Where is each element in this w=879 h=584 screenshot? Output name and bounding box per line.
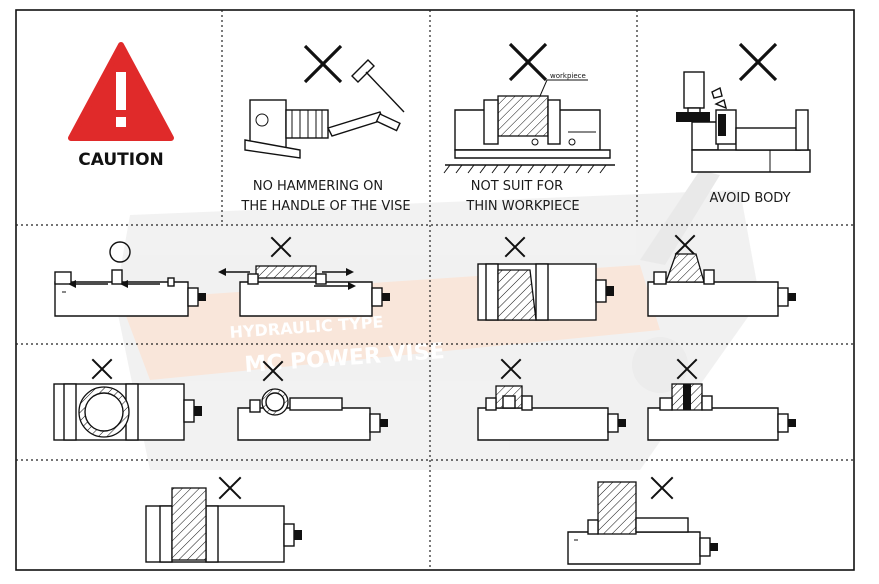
x-mark-icon bbox=[262, 360, 284, 382]
thin-line-2: THIN WORKPIECE bbox=[465, 199, 579, 214]
vise-side-small-piece bbox=[477, 385, 626, 441]
vise-side-overhang-piece bbox=[567, 481, 718, 565]
row2-right bbox=[477, 234, 796, 321]
x-mark-icon bbox=[270, 236, 292, 258]
x-mark-icon bbox=[91, 358, 113, 380]
x-mark-icon bbox=[650, 476, 674, 500]
x-mark-icon bbox=[218, 476, 242, 500]
panel-hammering: NO HAMMERING ON THE HANDLE OF THE VISE bbox=[240, 44, 411, 214]
row4-left bbox=[145, 476, 302, 563]
vise-side-stacked-piece bbox=[647, 383, 796, 441]
grid-lines bbox=[15, 9, 855, 571]
vise-side-allowed bbox=[54, 269, 206, 317]
vise-top-overhang-piece bbox=[145, 487, 302, 563]
row3-right bbox=[477, 358, 796, 441]
hammer-icon bbox=[351, 59, 405, 113]
x-mark-icon bbox=[500, 358, 522, 380]
panel-avoid-body: AVOID BODY bbox=[676, 42, 811, 206]
x-mark-icon bbox=[738, 42, 778, 82]
caution-sign: CAUTION bbox=[68, 42, 174, 170]
vise-body-drawing bbox=[691, 109, 811, 173]
vise-side-round-piece bbox=[237, 388, 388, 441]
vise-handle-drawing bbox=[244, 99, 401, 159]
thin-workpiece-drawing bbox=[443, 95, 615, 174]
row3-left bbox=[53, 358, 388, 441]
hammering-line-1: NO HAMMERING ON bbox=[253, 179, 383, 194]
x-mark-icon bbox=[674, 234, 696, 256]
row4-right bbox=[567, 476, 718, 565]
hammering-line-2: THE HANDLE OF THE VISE bbox=[240, 199, 410, 214]
vise-top-tall-piece bbox=[477, 263, 614, 321]
x-mark-icon bbox=[508, 42, 548, 82]
workpiece-callout: workpiece bbox=[550, 72, 586, 80]
caution-label: CAUTION bbox=[78, 150, 164, 170]
cutter-icon bbox=[676, 71, 710, 122]
x-mark-icon bbox=[676, 358, 698, 380]
thin-line-1: NOT SUIT FOR bbox=[471, 179, 563, 194]
circle-ok-icon bbox=[109, 241, 131, 263]
vise-side-forbidden-long bbox=[218, 265, 390, 317]
x-mark-icon bbox=[303, 44, 343, 84]
chips-icon bbox=[711, 86, 728, 110]
row2-left bbox=[54, 236, 390, 317]
vise-top-round-piece bbox=[53, 383, 202, 441]
vise-side-tall-piece bbox=[647, 253, 796, 317]
x-mark-icon bbox=[504, 236, 526, 258]
panel-thin-workpiece: workpiece NOT SUIT FOR THIN WORKPIECE bbox=[443, 42, 615, 214]
body-line-1: AVOID BODY bbox=[709, 191, 790, 206]
